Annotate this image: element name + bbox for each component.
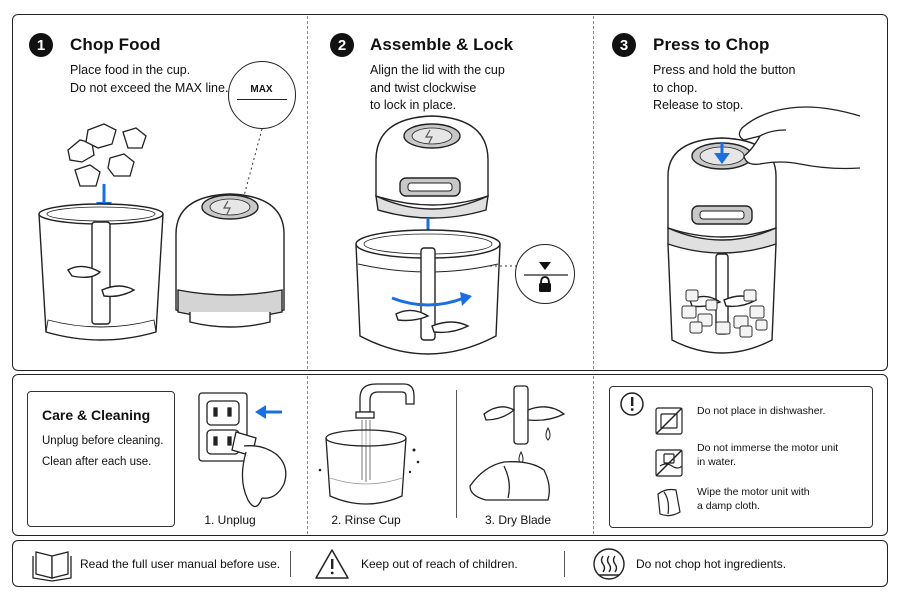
caption-unplug: 1. Unplug — [204, 513, 256, 527]
caption-rinse: 2. Rinse Cup — [331, 513, 401, 527]
footer-divider-2 — [564, 551, 565, 577]
footer-manual: Read the full user manual before use. — [80, 557, 281, 571]
wall-outlet-icon — [198, 392, 248, 462]
step-1-number: 1 — [29, 33, 53, 57]
callout-leader — [243, 128, 263, 197]
footer-hot: Do not chop hot ingredients. — [636, 557, 787, 571]
blade-icon — [483, 385, 566, 445]
no-immerse-icon — [655, 449, 683, 477]
chopper-cup-2 — [355, 229, 501, 355]
lock-icon — [524, 262, 568, 292]
damp-cloth-icon — [657, 488, 681, 517]
caption-dry: 3. Dry Blade — [484, 513, 552, 527]
max-line — [237, 99, 287, 100]
warning-immerse: Do not immerse the motor unit in water. — [697, 442, 839, 468]
chopped-food-icon — [681, 289, 768, 338]
step-3-number: 3 — [612, 33, 636, 57]
footer-divider-1 — [290, 551, 291, 577]
step-divider-1 — [307, 16, 308, 369]
care-divider-2 — [456, 390, 457, 518]
step-1-illustration — [38, 123, 285, 341]
food-pieces-icon — [67, 123, 147, 187]
max-label: MAX — [250, 84, 273, 95]
care-divider-1 — [307, 376, 308, 534]
care-panel — [12, 374, 888, 536]
rinse-cup — [325, 429, 407, 505]
care-line-2: Clean after each use. — [42, 456, 152, 468]
warning-triangle-icon — [315, 549, 349, 579]
footer-children: Keep out of reach of children. — [361, 557, 518, 571]
step-1-text: Place food in the cup. Do not exceed the… — [70, 63, 229, 95]
twist-arrow-icon — [391, 292, 472, 307]
care-title: Care & Cleaning — [42, 407, 151, 423]
warning-damp-cloth: Wipe the motor unit with a damp cloth. — [697, 486, 810, 512]
book-icon — [32, 551, 72, 582]
press-arrow-icon — [714, 142, 730, 164]
max-callout: MAX — [228, 61, 296, 129]
step-1-title: Chop Food — [70, 35, 161, 54]
care-info-box: Care & Cleaning Unplug before cleaning. … — [27, 391, 175, 527]
footer-panel — [12, 540, 888, 587]
cloth-icon — [469, 461, 550, 501]
no-dishwasher-icon — [655, 407, 683, 435]
motor-unit — [175, 193, 285, 328]
rinse-illustration — [318, 383, 420, 505]
exclamation-circle-icon — [620, 392, 644, 416]
unplug-illustration — [198, 392, 287, 508]
dry-illustration — [469, 385, 566, 501]
step-divider-2 — [593, 16, 594, 369]
step-2-number: 2 — [330, 33, 354, 57]
warnings-box — [609, 386, 873, 528]
steps-panel — [12, 14, 888, 371]
warning-dishwasher: Do not place in dishwasher. — [697, 405, 826, 417]
step-2-title: Assemble & Lock — [370, 35, 514, 54]
lid-unit — [375, 115, 489, 219]
care-line-1: Unplug before cleaning. — [42, 435, 164, 447]
plug-hand-icon — [231, 431, 287, 508]
unplug-arrow-icon — [255, 405, 282, 419]
step-3-text: Press and hold the button to chop. Relea… — [653, 63, 796, 112]
faucet-icon — [355, 383, 415, 419]
step-2-illustration — [355, 115, 518, 355]
chopper-cup — [38, 203, 164, 341]
hand-icon — [738, 106, 861, 170]
care-divider-3 — [593, 376, 594, 534]
lock-callout — [515, 244, 575, 304]
warnings-icons — [620, 392, 683, 517]
step-3-illustration — [667, 106, 861, 354]
step-3-title: Press to Chop — [653, 35, 770, 54]
heat-waves-icon — [593, 548, 625, 580]
step-2-text: Align the lid with the cup and twist clo… — [370, 63, 505, 112]
splash-drops-icon — [318, 448, 420, 474]
